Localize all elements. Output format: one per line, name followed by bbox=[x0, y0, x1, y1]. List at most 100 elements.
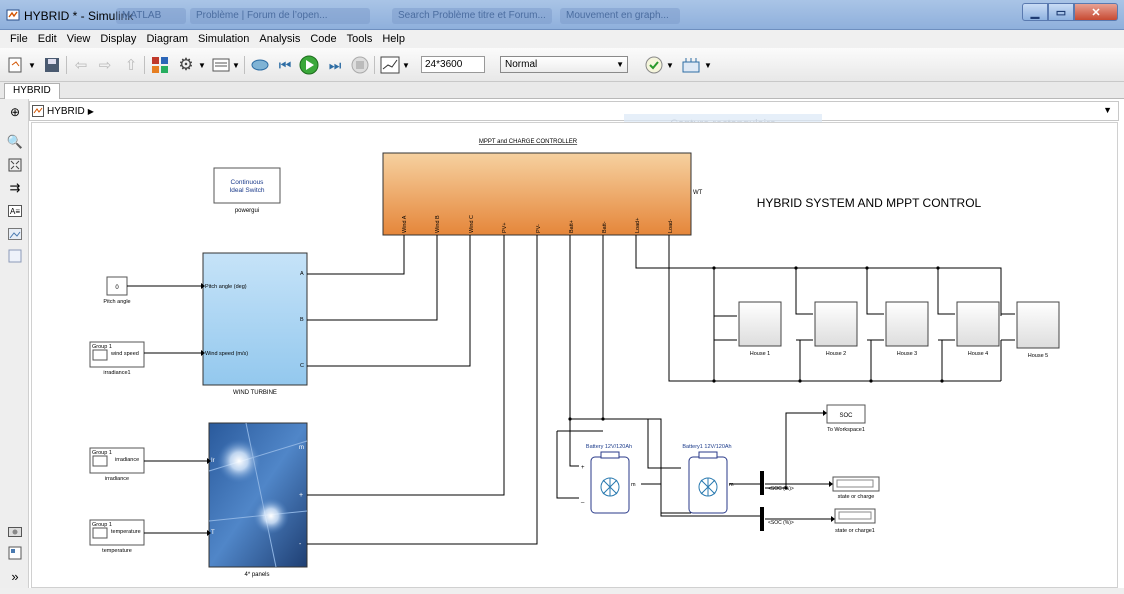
run-button[interactable] bbox=[298, 55, 320, 75]
step-forward-icon[interactable]: ⏭ bbox=[328, 56, 342, 73]
zoom-icon[interactable]: 🔍 bbox=[6, 134, 24, 149]
menu-edit[interactable]: Edit bbox=[37, 33, 57, 45]
arrow-icon[interactable]: ⇉ bbox=[9, 180, 21, 195]
bus2-signal: <SOC (%)> bbox=[768, 520, 794, 526]
new-dropdown-icon[interactable]: ▼ bbox=[28, 60, 36, 70]
soc-name: To Workspace1 bbox=[827, 427, 865, 433]
house-5-name: House 5 bbox=[1028, 353, 1049, 359]
diagram-title: HYBRID SYSTEM AND MPPT CONTROL bbox=[757, 196, 982, 210]
settings-dropdown-icon[interactable]: ▼ bbox=[198, 60, 206, 70]
ghost-tab-1: MATLAB bbox=[116, 8, 186, 24]
close-button[interactable]: ✕ bbox=[1074, 3, 1118, 21]
pitch-name: Pitch angle bbox=[103, 299, 130, 305]
powergui-block[interactable] bbox=[213, 167, 281, 204]
battery-1-block[interactable] bbox=[590, 451, 630, 514]
batt2-m: m bbox=[729, 482, 734, 488]
annotation-icon[interactable]: A≡ bbox=[8, 204, 22, 218]
pv-port-ir: Ir bbox=[211, 458, 215, 464]
breadcrumb[interactable]: HYBRID ▶ bbox=[32, 104, 94, 118]
expand-panel-icon[interactable]: » bbox=[11, 568, 19, 584]
port-wind-a: Wind A bbox=[402, 215, 408, 233]
wind-port-label: wind speed bbox=[110, 351, 139, 357]
irr-group-label: Group 1 bbox=[92, 450, 112, 456]
library-browser-icon[interactable] bbox=[150, 55, 170, 75]
chevron-down-icon: ▼ bbox=[616, 60, 624, 69]
line-endpoints bbox=[568, 266, 944, 490]
wind-turbine-block[interactable] bbox=[202, 252, 308, 386]
report-icon[interactable] bbox=[8, 546, 22, 560]
pv-port-m: m bbox=[299, 445, 304, 451]
powergui-text-1: Continuous bbox=[231, 179, 265, 186]
house-block[interactable] bbox=[956, 301, 1000, 347]
ghost-tab-4: Mouvement en graph... bbox=[560, 8, 680, 24]
build-dropdown-icon[interactable]: ▼ bbox=[704, 60, 712, 70]
house-block[interactable] bbox=[738, 301, 782, 347]
stop-time-input[interactable]: 24*3600 bbox=[421, 56, 485, 73]
menu-tools[interactable]: Tools bbox=[346, 33, 373, 45]
pv-port-t: T bbox=[211, 530, 215, 536]
hide-explorer-icon[interactable]: ⊕ bbox=[9, 105, 21, 119]
port-wind-c: Wind C bbox=[469, 215, 475, 233]
temperature-name: temperature bbox=[102, 548, 132, 554]
up-icon[interactable]: ⇧ bbox=[124, 57, 138, 74]
scope-icon[interactable] bbox=[380, 55, 400, 75]
house-block[interactable] bbox=[814, 301, 858, 347]
new-model-icon[interactable] bbox=[8, 55, 24, 75]
simulink-diagram: HYBRID SYSTEM AND MPPT CONTROL MPPT and … bbox=[89, 139, 1060, 578]
battery-2-block[interactable] bbox=[688, 451, 728, 514]
soc-to-workspace-block[interactable] bbox=[826, 404, 866, 424]
tab-hybrid[interactable]: HYBRID bbox=[4, 83, 60, 99]
turbine-out-b: B bbox=[300, 317, 304, 323]
mppt-controller-block[interactable] bbox=[382, 152, 692, 236]
house-2-name: House 2 bbox=[826, 351, 847, 357]
fit-view-icon[interactable] bbox=[8, 158, 22, 172]
minimize-button[interactable]: ▁ bbox=[1022, 3, 1048, 21]
house-block[interactable] bbox=[1016, 301, 1060, 349]
svg-text:A≡: A≡ bbox=[10, 207, 20, 216]
menu-display[interactable]: Display bbox=[100, 33, 137, 45]
model-advisor-icon[interactable] bbox=[644, 55, 664, 75]
step-back-icon[interactable]: ⏮ bbox=[278, 56, 292, 73]
address-dropdown-icon[interactable]: ▼ bbox=[1103, 105, 1112, 115]
update-diagram-icon[interactable] bbox=[250, 55, 270, 75]
simulation-mode-select[interactable]: Normal▼ bbox=[500, 56, 628, 73]
build-icon[interactable] bbox=[680, 55, 702, 75]
model-canvas[interactable]: HYBRID SYSTEM AND MPPT CONTROL MPPT and … bbox=[31, 122, 1118, 588]
explorer-dropdown-icon[interactable]: ▼ bbox=[232, 60, 240, 70]
port-load-plus: Load+ bbox=[635, 218, 641, 233]
settings-gear-icon[interactable]: ⚙ bbox=[178, 55, 194, 74]
menu-simulation[interactable]: Simulation bbox=[198, 33, 250, 45]
scope-dropdown-icon[interactable]: ▼ bbox=[402, 60, 410, 70]
menu-analysis[interactable]: Analysis bbox=[259, 33, 301, 45]
image-icon[interactable] bbox=[8, 227, 22, 241]
area-icon[interactable] bbox=[8, 249, 22, 263]
wind-group-label: Group 1 bbox=[92, 344, 112, 350]
save-icon[interactable] bbox=[44, 55, 60, 75]
menu-diagram[interactable]: Diagram bbox=[146, 33, 189, 45]
house-block[interactable] bbox=[885, 301, 929, 347]
stop-button[interactable] bbox=[350, 55, 370, 75]
menu-help[interactable]: Help bbox=[382, 33, 405, 45]
signal-lines bbox=[127, 235, 1015, 545]
bus-selector-1[interactable] bbox=[760, 471, 764, 495]
model-explorer-icon[interactable] bbox=[212, 55, 230, 75]
menu-code[interactable]: Code bbox=[310, 33, 337, 45]
left-palette: ⊕ 🔍 ⇉ A≡ » bbox=[0, 99, 29, 594]
port-load-minus: Load- bbox=[668, 219, 674, 233]
advisor-dropdown-icon[interactable]: ▼ bbox=[666, 60, 674, 70]
menu-bar: File Edit View Display Diagram Simulatio… bbox=[0, 30, 1124, 48]
port-pv-plus: PV+ bbox=[502, 222, 508, 233]
breadcrumb-model[interactable]: HYBRID bbox=[47, 105, 85, 117]
soc-text: SOC bbox=[839, 413, 853, 419]
toolbar: ▼ ⇦ ⇨ ⇧ ⚙ ▼ ▼ ⏮ ⏭ ▼ ▼ ▼ bbox=[0, 48, 1124, 82]
maximize-button[interactable]: ▭ bbox=[1048, 3, 1074, 21]
bus-selector-2[interactable] bbox=[760, 507, 764, 531]
menu-view[interactable]: View bbox=[66, 33, 91, 45]
pv-array-block[interactable] bbox=[208, 422, 308, 568]
battery-1-name: Battery 12V/120Ah bbox=[586, 444, 632, 450]
menu-file[interactable]: File bbox=[10, 33, 28, 45]
forward-icon[interactable]: ⇨ bbox=[98, 57, 112, 74]
camera-icon[interactable] bbox=[8, 524, 22, 538]
mppt-output-wt: WT bbox=[693, 190, 703, 196]
back-icon[interactable]: ⇦ bbox=[74, 57, 88, 74]
